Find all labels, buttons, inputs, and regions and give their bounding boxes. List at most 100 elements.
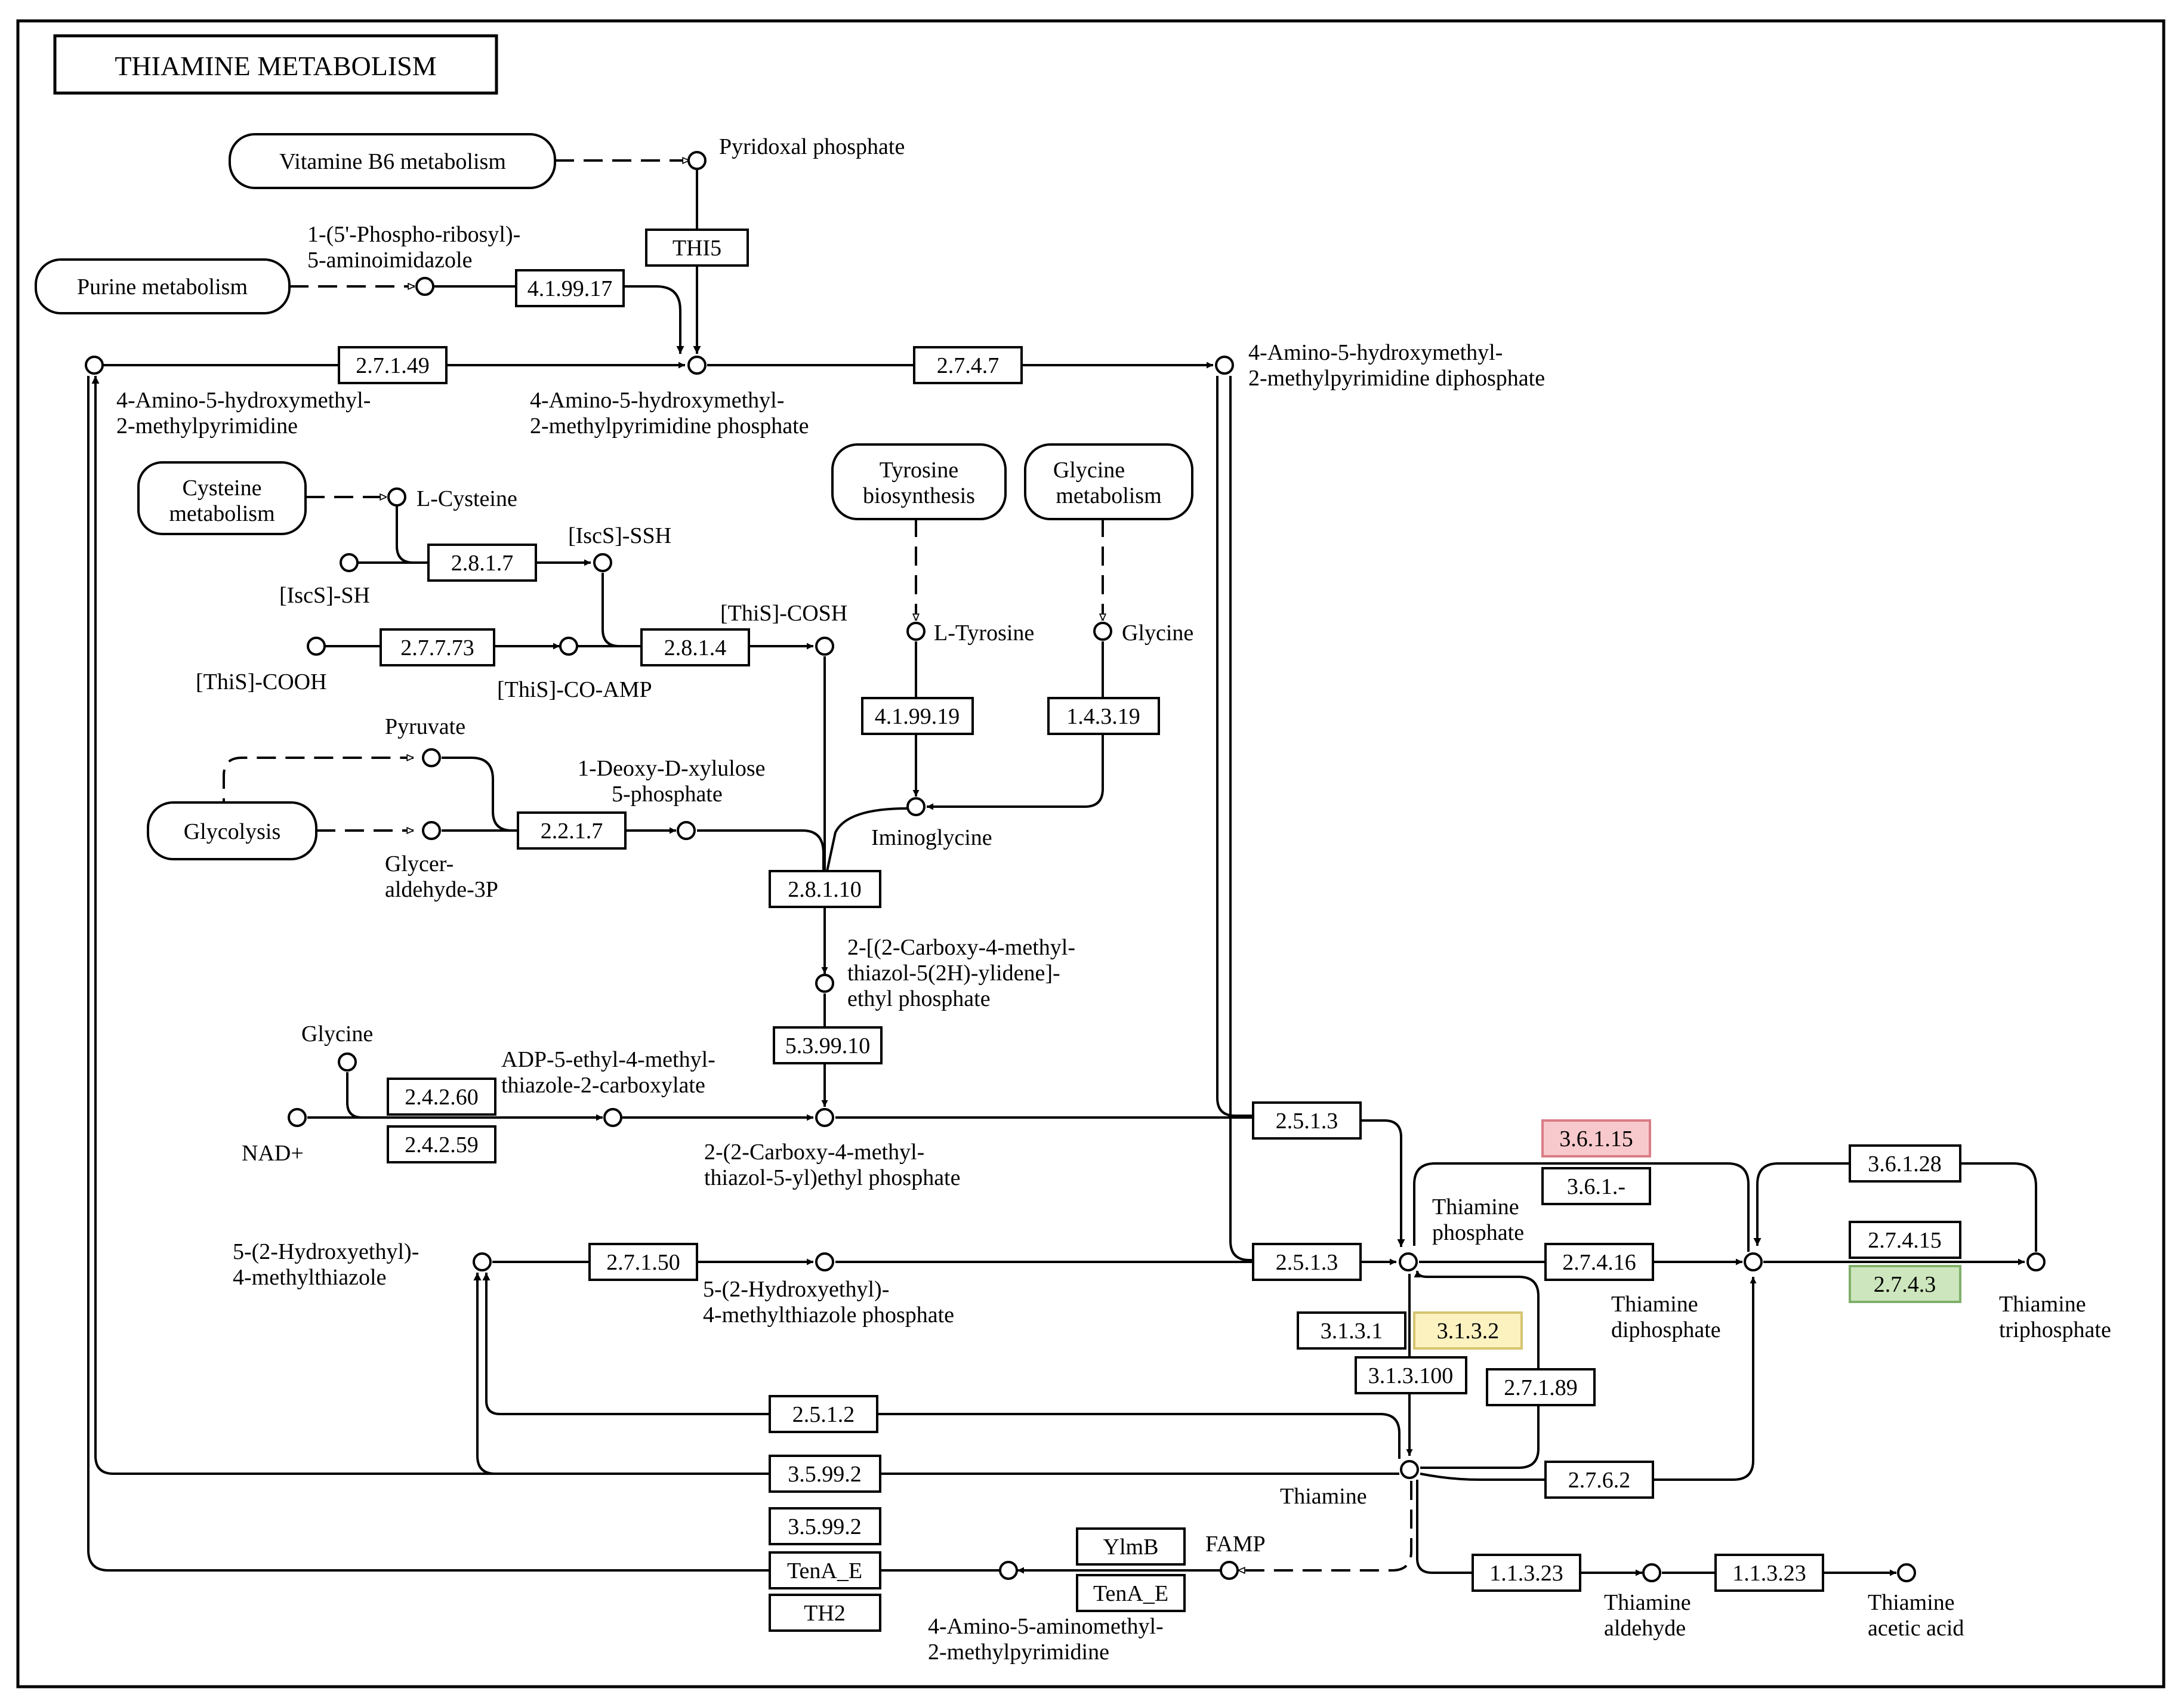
- enzyme-2.7.4.3[interactable]: 2.7.4.3: [1849, 1265, 1961, 1303]
- enzyme-thi5[interactable]: THI5: [645, 229, 749, 267]
- compound-node-glycine-2[interactable]: [338, 1052, 357, 1072]
- enzyme-3.6.1.28[interactable]: 3.6.1.28: [1849, 1144, 1961, 1183]
- compound-node-cmt-p[interactable]: [815, 1108, 834, 1127]
- compound-node-l-tyrosine[interactable]: [906, 622, 926, 641]
- compound-node-thiamine-aldehyde[interactable]: [1642, 1563, 1661, 1582]
- enzyme-th2[interactable]: TH2: [769, 1594, 881, 1632]
- compound-node-thiamine-diphosphate[interactable]: [1744, 1252, 1763, 1271]
- enzyme-2.7.1.89[interactable]: 2.7.1.89: [1486, 1368, 1596, 1406]
- svg-text:Tyrosine: Tyrosine: [880, 458, 958, 483]
- svg-text:3.5.99.2: 3.5.99.2: [788, 1462, 862, 1487]
- pathway-map-tyrosine[interactable]: Tyrosine biosynthesis: [831, 443, 1007, 520]
- pathway-map-purine[interactable]: Purine metabolism: [35, 258, 291, 314]
- svg-text:2.5.1.3: 2.5.1.3: [1276, 1250, 1338, 1275]
- enzyme-2.7.7.73[interactable]: 2.7.7.73: [380, 628, 495, 666]
- compound-node-thiamine-triphosphate[interactable]: [2026, 1252, 2046, 1271]
- enzyme-tena-e-left[interactable]: TenA_E: [769, 1551, 881, 1589]
- enzyme-3.1.3.100[interactable]: 3.1.3.100: [1355, 1356, 1467, 1394]
- svg-text:Glycine: Glycine: [1122, 621, 1193, 646]
- compound-node-pyridoxal-phosphate[interactable]: [687, 151, 707, 170]
- enzyme-4.1.99.19[interactable]: 4.1.99.19: [861, 697, 974, 735]
- enzyme-5.3.99.10[interactable]: 5.3.99.10: [773, 1026, 883, 1064]
- compound-node-adp-thiazole[interactable]: [603, 1108, 622, 1127]
- svg-text:4-methylthiazole: 4-methylthiazole: [233, 1265, 386, 1290]
- svg-text:2.4.2.60: 2.4.2.60: [405, 1085, 479, 1110]
- enzyme-1.4.3.19[interactable]: 1.4.3.19: [1047, 697, 1160, 735]
- pathway-map-cysteine[interactable]: Cysteine metabolism: [137, 461, 307, 535]
- pathway-map-glycine[interactable]: Glycine metabolism: [1024, 443, 1193, 520]
- enzyme-2.8.1.7[interactable]: 2.8.1.7: [427, 544, 537, 582]
- enzyme-2.7.4.16[interactable]: 2.7.4.16: [1544, 1243, 1654, 1281]
- svg-text:phosphate: phosphate: [1432, 1220, 1524, 1245]
- compound-node-nad[interactable]: [288, 1108, 307, 1127]
- svg-text:2-methylpyrimidine: 2-methylpyrimidine: [928, 1640, 1109, 1665]
- enzyme-3.6.1.x[interactable]: 3.6.1.-: [1541, 1167, 1651, 1205]
- enzyme-2.4.2.59[interactable]: 2.4.2.59: [387, 1125, 496, 1163]
- compound-node-dxp[interactable]: [677, 821, 696, 840]
- compound-node-pyruvate[interactable]: [422, 748, 441, 767]
- enzyme-tena-e-right[interactable]: TenA_E: [1076, 1574, 1186, 1612]
- enzyme-2.5.1.2[interactable]: 2.5.1.2: [769, 1395, 878, 1433]
- enzyme-3.1.3.1[interactable]: 3.1.3.1: [1297, 1311, 1406, 1350]
- compound-node-famp[interactable]: [1220, 1561, 1239, 1580]
- svg-text:thiazole-2-carboxylate: thiazole-2-carboxylate: [501, 1073, 705, 1098]
- compound-node-glycine[interactable]: [1093, 622, 1112, 641]
- svg-text:2.7.1.89: 2.7.1.89: [1504, 1375, 1578, 1400]
- svg-text:2-methylpyrimidine: 2-methylpyrimidine: [116, 413, 298, 439]
- compound-node-glyceraldehyde-3p[interactable]: [422, 821, 441, 840]
- svg-text:5-(2-Hydroxyethyl)-: 5-(2-Hydroxyethyl)-: [703, 1277, 889, 1302]
- svg-text:Glycer-: Glycer-: [385, 851, 454, 876]
- enzyme-2.4.2.60[interactable]: 2.4.2.60: [387, 1078, 496, 1116]
- enzyme-3.5.99.2-lower[interactable]: 3.5.99.2: [769, 1507, 881, 1545]
- svg-text:Pyridoxal phosphate: Pyridoxal phosphate: [719, 134, 905, 159]
- svg-text:1-(5'-Phospho-ribosyl)-: 1-(5'-Phospho-ribosyl)-: [307, 222, 520, 247]
- compound-node-amp[interactable]: [999, 1561, 1018, 1580]
- enzyme-3.1.3.2[interactable]: 3.1.3.2: [1413, 1311, 1523, 1350]
- compound-node-hmp-pp[interactable]: [1215, 356, 1234, 375]
- enzyme-2.8.1.4[interactable]: 2.8.1.4: [640, 628, 750, 666]
- compound-node-hmp[interactable]: [85, 356, 104, 375]
- svg-text:2.2.1.7: 2.2.1.7: [541, 819, 603, 844]
- enzyme-2.2.1.7[interactable]: 2.2.1.7: [517, 811, 627, 850]
- compound-node-iscs-ssh[interactable]: [593, 553, 612, 572]
- compound-node-hmp-p[interactable]: [687, 356, 707, 375]
- compound-node-thiamine[interactable]: [1400, 1460, 1419, 1479]
- compound-node-iscs-sh[interactable]: [340, 553, 359, 572]
- svg-text:5.3.99.10: 5.3.99.10: [785, 1033, 871, 1058]
- compound-node-l-cysteine[interactable]: [387, 487, 406, 507]
- enzyme-2.5.1.3-upper[interactable]: 2.5.1.3: [1252, 1101, 1362, 1140]
- enzyme-2.8.1.10[interactable]: 2.8.1.10: [769, 870, 881, 908]
- svg-text:4-Amino-5-hydroxymethyl-: 4-Amino-5-hydroxymethyl-: [1248, 340, 1503, 365]
- pathway-map-glycolysis[interactable]: Glycolysis: [147, 801, 317, 860]
- compound-node-iminoglycine[interactable]: [906, 797, 926, 816]
- enzyme-2.7.4.7[interactable]: 2.7.4.7: [913, 346, 1023, 384]
- compound-node-this-cosh[interactable]: [815, 637, 834, 656]
- compound-node-hmt[interactable]: [473, 1252, 492, 1271]
- compound-node-air[interactable]: [415, 277, 434, 296]
- enzyme-1.1.3.23-left[interactable]: 1.1.3.23: [1472, 1554, 1581, 1592]
- enzyme-ylmb[interactable]: YlmB: [1076, 1527, 1186, 1566]
- svg-text:2.8.1.10: 2.8.1.10: [788, 877, 862, 902]
- enzyme-2.7.6.2[interactable]: 2.7.6.2: [1544, 1461, 1654, 1499]
- svg-text:thiazol-5(2H)-ylidene]-: thiazol-5(2H)-ylidene]-: [847, 961, 1060, 986]
- enzyme-3.5.99.2-upper[interactable]: 3.5.99.2: [769, 1455, 881, 1493]
- svg-text:Pyruvate: Pyruvate: [385, 714, 465, 739]
- enzyme-4.1.99.17[interactable]: 4.1.99.17: [515, 269, 625, 307]
- svg-text:FAMP: FAMP: [1205, 1532, 1266, 1557]
- enzyme-3.6.1.15[interactable]: 3.6.1.15: [1541, 1119, 1651, 1157]
- enzyme-1.1.3.23-right[interactable]: 1.1.3.23: [1714, 1554, 1824, 1592]
- compound-node-thiamine-phosphate[interactable]: [1399, 1252, 1418, 1271]
- compound-node-cmt[interactable]: [815, 974, 834, 993]
- compound-node-this-co-amp[interactable]: [559, 637, 578, 656]
- enzyme-2.7.1.49[interactable]: 2.7.1.49: [338, 346, 448, 384]
- compound-node-thiamine-acetic-acid[interactable]: [1897, 1563, 1916, 1582]
- enzyme-2.7.4.15[interactable]: 2.7.4.15: [1849, 1221, 1961, 1259]
- pathway-map-vitamin-b6[interactable]: Vitamine B6 metabolism: [229, 133, 556, 189]
- svg-text:Cysteine: Cysteine: [183, 476, 262, 501]
- compound-node-hmt-p[interactable]: [815, 1252, 834, 1271]
- enzyme-2.5.1.3-lower[interactable]: 2.5.1.3: [1252, 1243, 1362, 1281]
- svg-text:THI5: THI5: [673, 236, 721, 261]
- svg-text:2-[(2-Carboxy-4-methyl-: 2-[(2-Carboxy-4-methyl-: [847, 935, 1075, 960]
- enzyme-2.7.1.50[interactable]: 2.7.1.50: [588, 1243, 698, 1281]
- compound-node-this-cooh[interactable]: [307, 637, 326, 656]
